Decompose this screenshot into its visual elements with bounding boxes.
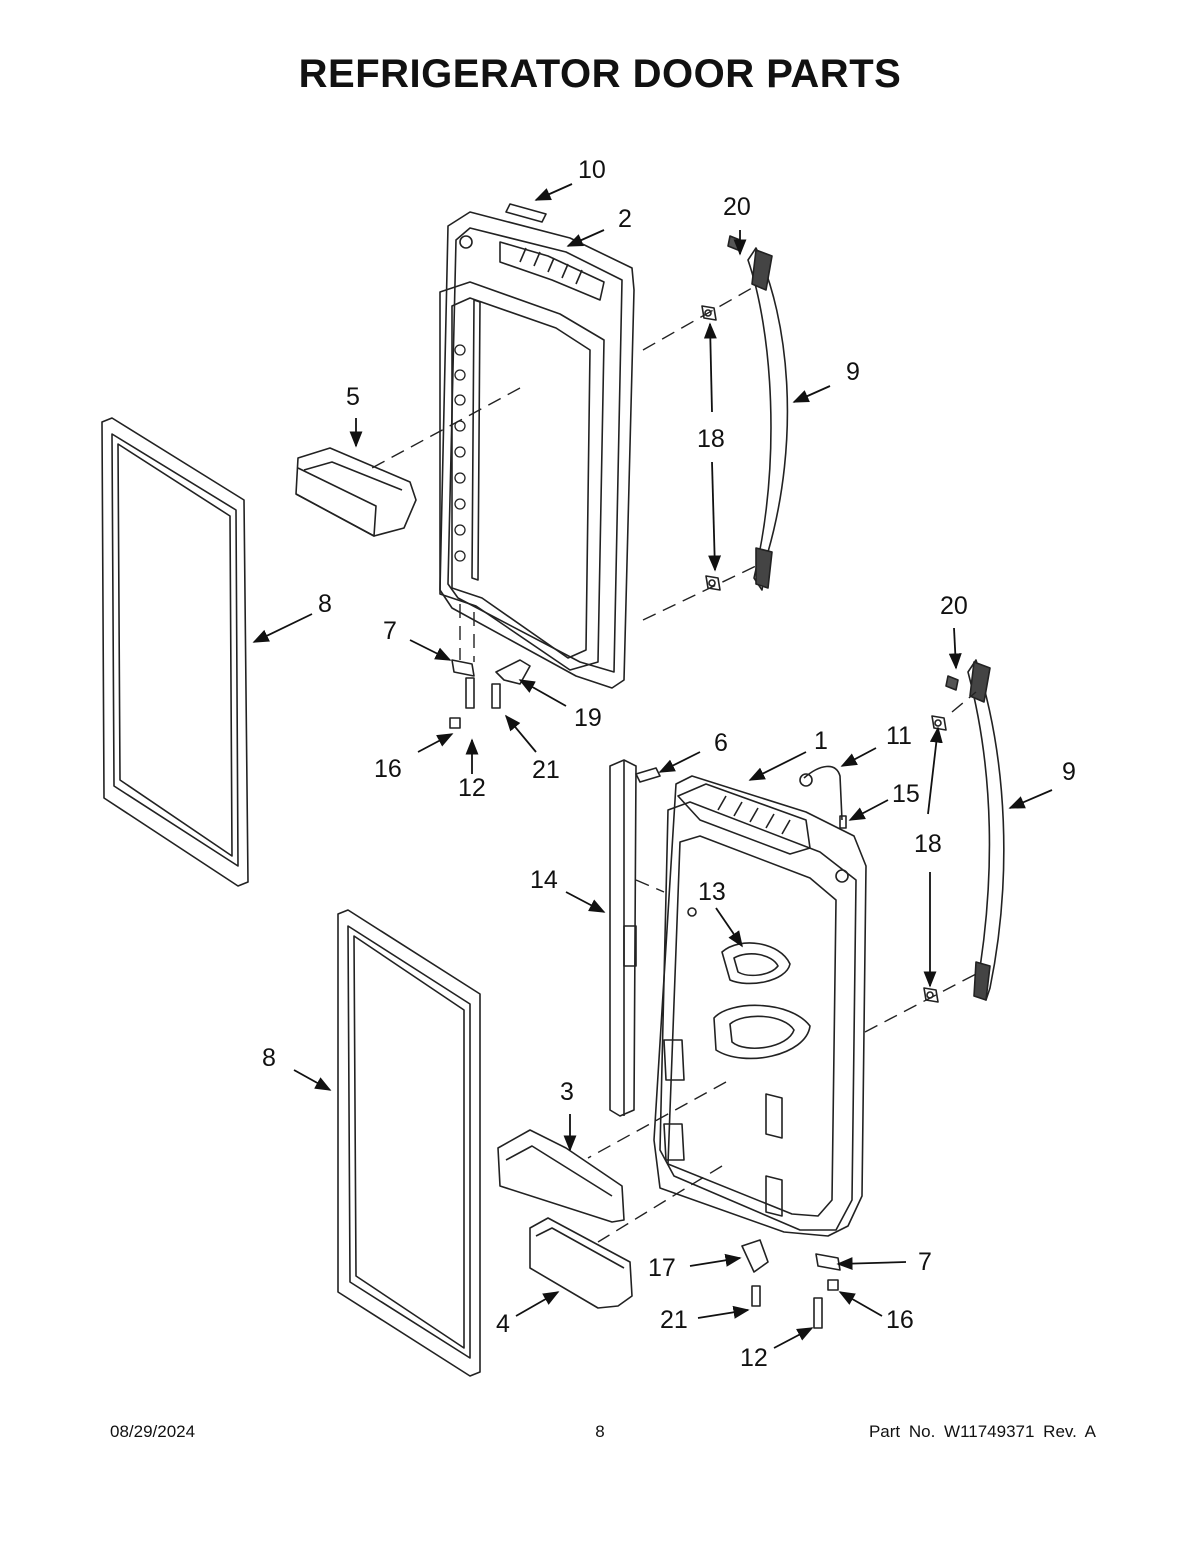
callout-10: 10 [578,156,606,184]
callout-12-lower: 12 [740,1344,768,1372]
footer-date: 08/29/2024 [110,1422,196,1441]
callout-9-upper: 9 [846,358,860,386]
explode-lines [371,287,977,1243]
callout-5: 5 [346,383,360,411]
gasket-upper-part-8 [101,417,249,887]
callout-12-upper: 12 [458,774,486,802]
lower-handle-part-9 [967,659,1005,1001]
callout-3: 3 [560,1078,574,1106]
callout-19: 19 [574,704,602,732]
upper-door-part-2 [439,211,635,689]
gasket-lower-part-8 [337,909,481,1377]
callout-1: 1 [814,727,828,755]
callout-21-lower: 21 [660,1306,688,1334]
callout-11: 11 [886,722,912,750]
leader-arrows [252,183,1053,1349]
callout-18-lower: 18 [914,830,942,858]
footer-part-number: Part No. W11749371 Rev. A [868,1422,1096,1441]
door-bin-part-4 [529,1217,633,1309]
door-bin-part-3 [497,1129,625,1223]
callout-21-upper: 21 [532,756,560,784]
callout-18-upper: 18 [697,425,725,453]
callout-14: 14 [530,866,558,894]
upper-hardware [449,235,741,729]
shelf-socket-column [454,344,466,562]
page-title: REFRIGERATOR DOOR PARTS [298,52,902,96]
callout-2: 2 [618,205,632,233]
hinge-cover-part-14 [609,759,637,1117]
callout-16-lower: 16 [886,1306,914,1334]
logo-badge-part-10 [505,203,547,223]
callout-9-lower: 9 [1062,758,1076,786]
callout-13: 13 [698,878,726,906]
lower-door-part-1 [653,775,867,1237]
callout-4: 4 [496,1310,510,1338]
callout-17: 17 [648,1254,676,1282]
door-bin-part-5 [295,447,417,537]
callout-7-upper: 7 [383,617,397,645]
callout-8-upper: 8 [318,590,332,618]
callout-16-upper: 16 [374,755,402,783]
upper-handle-part-9 [747,247,789,591]
callout-8-lower: 8 [262,1044,276,1072]
lower-hardware [635,675,959,1329]
callout-15: 15 [892,780,920,808]
callout-6: 6 [714,729,728,757]
callout-20-upper: 20 [723,193,751,221]
footer-page-number: 8 [595,1422,605,1441]
water-tube-part-11 [799,765,847,829]
callout-20-lower: 20 [940,592,968,620]
callout-7-lower: 7 [918,1248,932,1276]
